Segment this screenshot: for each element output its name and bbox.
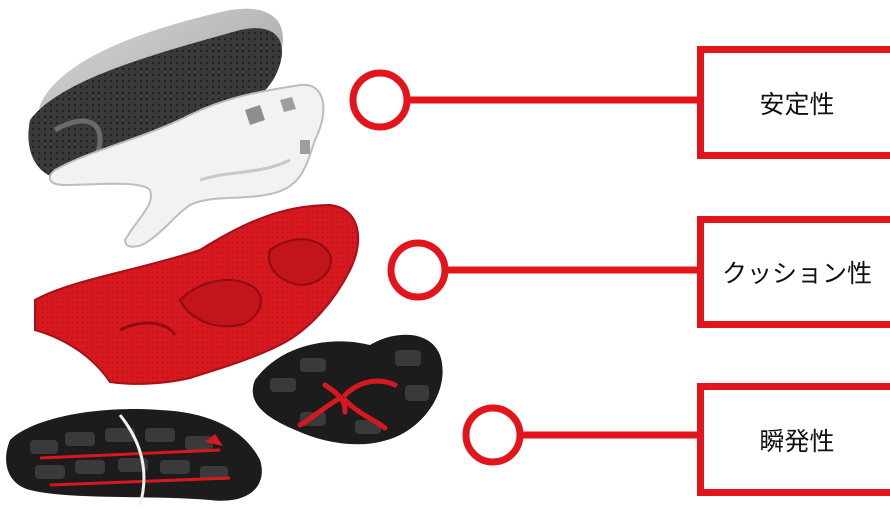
stability-label-box: 安定性: [697, 46, 890, 159]
outsole-heel: [253, 335, 443, 444]
outsole-forefoot: [6, 409, 262, 505]
cushion-label: クッション性: [722, 254, 872, 290]
response-label-box: 瞬発性: [697, 383, 890, 496]
callout-response: [466, 408, 697, 462]
response-label: 瞬発性: [759, 422, 834, 458]
stability-label: 安定性: [759, 85, 834, 121]
callout-cushion: [391, 243, 697, 297]
callout-stability: [353, 73, 697, 127]
cushion-label-box: クッション性: [697, 216, 890, 328]
